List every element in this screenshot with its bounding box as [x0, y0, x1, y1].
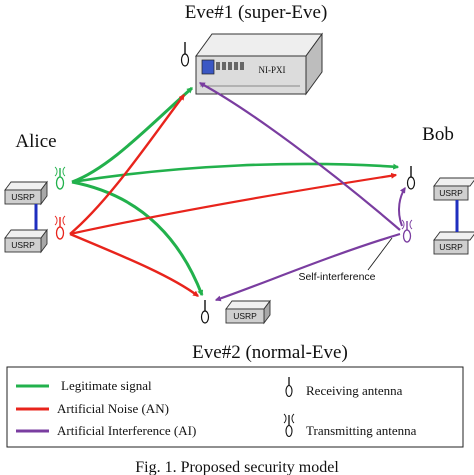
alice-to-bob-legitimate-link [71, 162, 400, 184]
bob-to-eve2-interference-link [214, 232, 401, 302]
legend: Legitimate signal Artificial Noise (AN) … [6, 366, 464, 448]
alice-label: Alice [15, 131, 56, 152]
bob-usrp-top-label: USRP [439, 188, 463, 198]
alice-to-eve1-noise-link [69, 94, 185, 235]
ni-pxi-instrument: NI-PXI [195, 32, 323, 96]
bob-to-eve1-interference-link [198, 82, 401, 231]
self-interference-label: Self-interference [298, 271, 375, 283]
figure-caption: Fig. 1. Proposed security model [135, 459, 339, 475]
alice-usrp-top: USRP [4, 180, 48, 206]
eve1-title: Eve#1 (super-Eve) [185, 2, 328, 23]
bob-usrp-bottom-label: USRP [439, 242, 463, 252]
eve2-usrp-label: USRP [233, 311, 257, 321]
ni-pxi-label: NI-PXI [259, 65, 286, 75]
eve2-title: Eve#2 (normal-Eve) [192, 342, 348, 363]
alice-to-eve2-noise-link [69, 232, 199, 297]
legend-legitimate-label: Legitimate signal [61, 378, 152, 393]
alice-red-transmitting-antenna-icon [54, 215, 66, 240]
bob-self-interference-link [397, 186, 406, 227]
legend-transmitting-label: Transmitting antenna [306, 423, 417, 438]
self-interference-pointer [367, 237, 393, 271]
legend-box [6, 366, 464, 448]
alice-to-eve2-legitimate-link [71, 180, 204, 297]
alice-usrp-top-label: USRP [11, 192, 35, 202]
alice-usrp-bottom-label: USRP [11, 240, 35, 250]
alice-green-transmitting-antenna-icon [54, 166, 66, 190]
legend-receiving-label: Receiving antenna [306, 383, 403, 398]
eve2-usrp: USRP [225, 299, 271, 325]
alice-to-eve1-legitimate-link [71, 86, 193, 184]
bob-usrp-top: USRP [433, 177, 474, 201]
eve2-receiving-antenna-icon [200, 300, 210, 324]
bob-receiving-antenna-icon [406, 166, 416, 190]
bob-label: Bob [422, 124, 454, 145]
bob-usrp-bottom: USRP [433, 231, 474, 255]
bob-purple-transmitting-antenna-icon [401, 219, 413, 243]
legend-interference-label: Artificial Interference (AI) [57, 423, 196, 438]
legend-transmitting-antenna-icon [283, 413, 295, 438]
legend-receiving-antenna-icon [285, 377, 293, 398]
legend-noise-label: Artificial Noise (AN) [57, 401, 169, 416]
alice-usrp-bottom: USRP [4, 228, 48, 254]
eve1-receiving-antenna-icon [180, 42, 190, 67]
alice-to-bob-noise-link [69, 172, 398, 236]
